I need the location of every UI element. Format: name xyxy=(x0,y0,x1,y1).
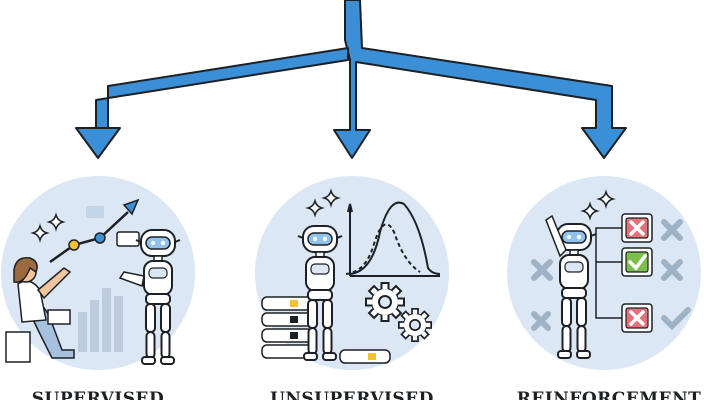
unsupervised-illustration xyxy=(255,176,449,370)
distribution-curves-icon xyxy=(345,201,441,277)
gear-icon xyxy=(365,282,405,322)
reinforcement-caption: REINFORCEMENT xyxy=(516,389,702,400)
check-box-icon xyxy=(621,247,653,277)
supervised-illustration xyxy=(1,176,195,370)
reinforcement-illustration xyxy=(507,176,701,370)
grey-cross-marks xyxy=(531,219,683,331)
connector-lines xyxy=(595,227,622,319)
unsupervised-caption: UNSUPERVISED xyxy=(270,389,434,400)
trend-line xyxy=(49,211,129,264)
branching-arrow xyxy=(75,0,627,159)
cross-box-icon xyxy=(621,213,653,243)
cross-box-icon xyxy=(621,303,653,333)
supervised-caption: SUPERVISED xyxy=(31,389,165,400)
server-stack-icon xyxy=(261,296,391,364)
gear-icon xyxy=(398,308,432,342)
growth-chart-icon xyxy=(78,288,123,352)
grey-check-mark xyxy=(661,307,691,331)
teacher-person-icon xyxy=(5,257,75,363)
speech-box xyxy=(116,231,140,247)
